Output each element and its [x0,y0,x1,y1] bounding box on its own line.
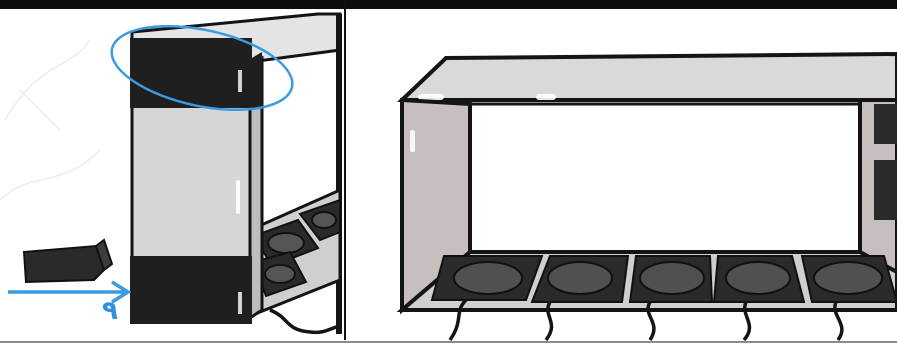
fan-icon [874,104,897,144]
background-sketch [0,40,100,200]
fan-icon [874,160,897,220]
cable-icon [270,310,340,332]
fan-icon [432,256,542,300]
right-illustration [346,0,897,345]
enclosure-top [402,54,897,100]
loose-bracket [24,240,112,282]
fan-icon [802,256,897,302]
fan-row-right [432,256,897,302]
left-illustration [0,0,344,345]
back-post [336,14,342,334]
bracket-icon [130,256,252,324]
enclosure-back-opening [470,104,860,252]
fan-icon [532,256,628,302]
fan-icon [714,256,804,302]
step-number: ٩ [102,298,118,324]
fan-icon [630,256,712,302]
